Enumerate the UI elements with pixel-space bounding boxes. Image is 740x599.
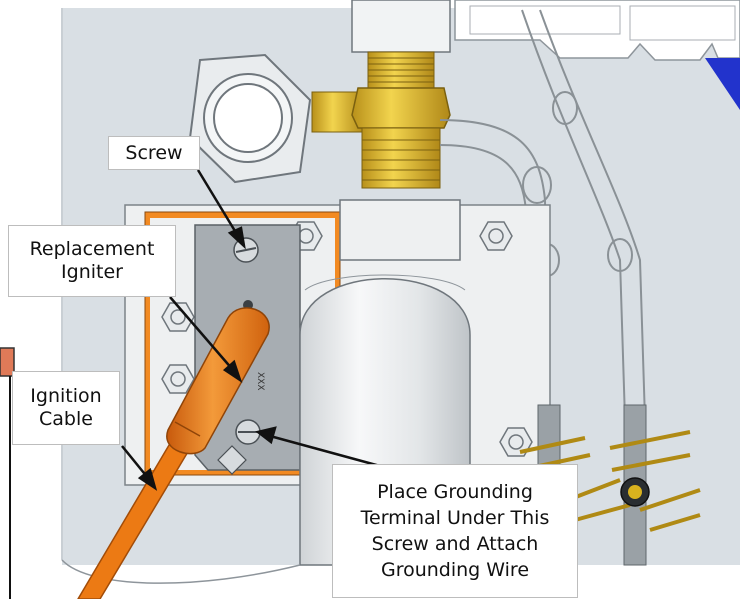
replacement-igniter (77, 307, 270, 599)
igniter-marking: XXX (255, 372, 265, 391)
callout-ground-line-1: Place Grounding (377, 481, 533, 503)
hex-nut-fitting (188, 53, 312, 184)
callout-ignition-cable: Ignition Cable (12, 371, 120, 445)
callout-screw-text: Screw (125, 141, 183, 164)
chassis-blue-corner (705, 58, 740, 110)
leader-lines (121, 169, 381, 491)
callout-igniter-line-2: Igniter (61, 261, 123, 283)
callout-igniter-line-1: Replacement (29, 238, 155, 260)
callout-ground-line-3: Screw and Attach (371, 533, 539, 555)
brass-pipe (311, 0, 451, 189)
panel-lower-edge (61, 559, 301, 584)
top-housing (454, 0, 740, 110)
callout-replacement-igniter: Replacement Igniter (8, 225, 176, 297)
callout-grounding: Place Grounding Terminal Under This Scre… (332, 464, 578, 598)
callout-cable-line-1: Ignition (30, 385, 102, 407)
callout-ground-line-2: Terminal Under This (360, 507, 550, 529)
callout-screw: Screw (108, 136, 200, 170)
callout-ground-line-4: Grounding Wire (380, 559, 530, 581)
left-edge (0, 347, 15, 599)
callout-cable-line-2: Cable (39, 408, 93, 430)
